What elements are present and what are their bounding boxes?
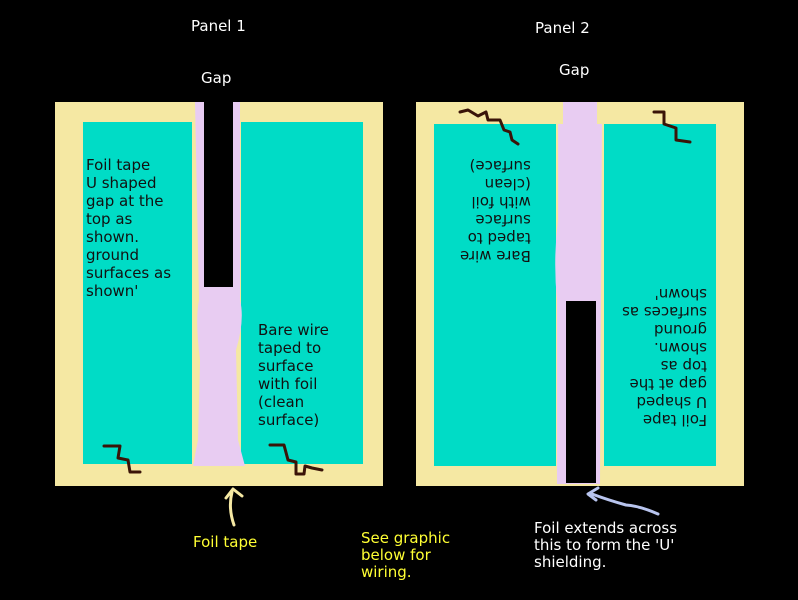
panel-1-left-surface <box>83 122 192 464</box>
see-graphic-note: See graphic below for wiring. <box>361 529 451 581</box>
panel-1-slot <box>204 102 233 287</box>
panel-2-slot <box>566 301 596 483</box>
panel-2-title: Panel 2 <box>535 19 590 37</box>
panel-1-arrow <box>224 487 244 527</box>
panel-2-gap-label: Gap <box>559 61 590 79</box>
panel-2-left-text-upside-down: Bare wire taped to surface with foil (cl… <box>460 157 531 265</box>
panel-1-right-text: Bare wire taped to surface with foil (cl… <box>258 321 329 429</box>
panel-1-gap-label: Gap <box>201 69 232 87</box>
panel-2-graphic <box>416 102 744 516</box>
panel-2-right-text-upside-down: Foil tape U shaped gap at the top as sho… <box>622 285 708 429</box>
panel-1-title: Panel 1 <box>191 17 246 35</box>
panel-2-wire-left <box>458 108 520 146</box>
panel-1-left-text: Foil tape U shaped gap at the top as sho… <box>86 156 172 300</box>
panel-2-arrow <box>586 486 660 516</box>
panel-2-right-surface <box>604 124 716 466</box>
panel-1-wire-right <box>268 443 324 476</box>
panel-1-wire-left <box>102 444 142 474</box>
panel-2-left-surface <box>434 124 556 466</box>
foil-extends-note: Foil extends across this to form the 'U'… <box>534 519 678 571</box>
panel-2-wire-right <box>652 110 692 144</box>
panel-1-graphic <box>55 102 383 527</box>
foil-tape-note: Foil tape <box>193 533 258 551</box>
panel-1-right-surface <box>241 122 363 464</box>
